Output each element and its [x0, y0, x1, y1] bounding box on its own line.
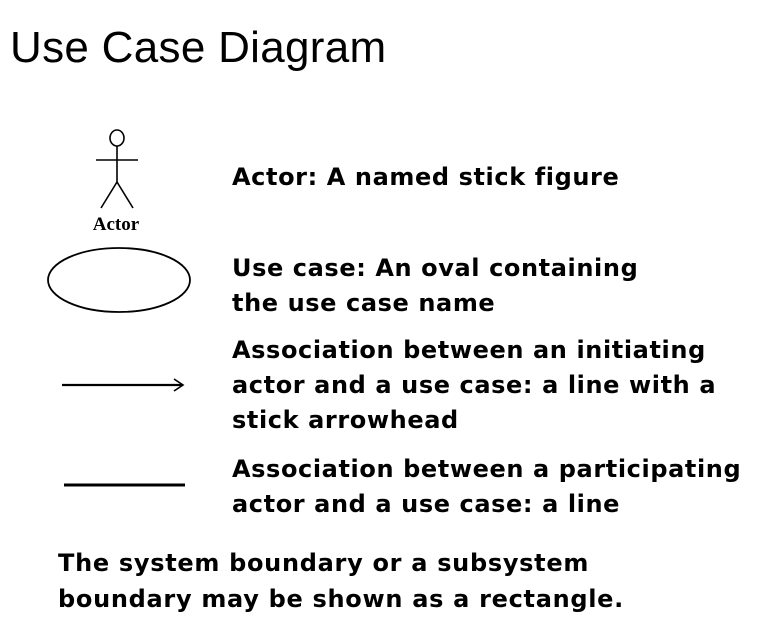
note-line: The system boundary or a subsystem: [58, 549, 590, 577]
description-line: Actor: A named stick figure: [232, 163, 620, 191]
actor-label: Actor: [93, 214, 140, 235]
system-boundary-note: The system boundary or a subsystem bound…: [58, 545, 624, 617]
initiating-association-description: Association between an initiating actor …: [232, 333, 716, 438]
actor-stick-figure-icon: Actor: [93, 129, 140, 235]
use-case-description: Use case: An oval containing the use cas…: [232, 251, 638, 321]
description-line: Use case: An oval containing: [232, 254, 639, 282]
description-line: actor and a use case: a line: [232, 490, 621, 518]
use-case-oval-icon: [47, 247, 191, 313]
description-line: Association between an initiating: [232, 336, 706, 364]
participating-association-description: Association between a participating acto…: [232, 452, 741, 522]
description-line: the use case name: [232, 289, 496, 317]
note-line: boundary may be shown as a rectangle.: [58, 585, 624, 613]
participating-association-line-icon: [64, 483, 185, 487]
initiating-association-arrow-icon: [62, 378, 185, 392]
actor-description: Actor: A named stick figure: [232, 160, 619, 195]
page-title: Use Case Diagram: [10, 23, 387, 72]
description-line: stick arrowhead: [232, 406, 459, 434]
description-line: Association between a participating: [232, 455, 742, 483]
description-line: actor and a use case: a line with a: [232, 371, 717, 399]
